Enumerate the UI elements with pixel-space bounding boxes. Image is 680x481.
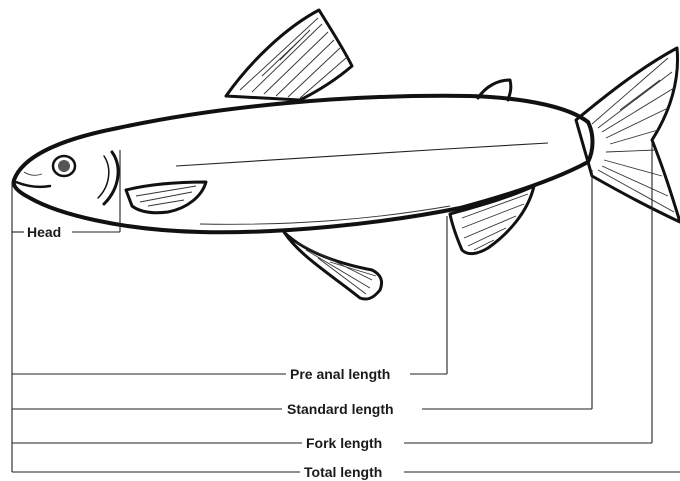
total-length-label: Total length <box>304 464 382 480</box>
fork-length-label: Fork length <box>306 435 382 451</box>
pectoral-fin <box>126 182 206 213</box>
standard-length-label: Standard length <box>287 401 394 417</box>
head-label: Head <box>27 224 61 240</box>
fish-body <box>14 96 593 232</box>
pre-anal-length-label: Pre anal length <box>290 366 390 382</box>
anal-fin <box>450 186 534 254</box>
pelvic-fin <box>284 232 382 299</box>
dorsal-fin <box>226 10 352 100</box>
